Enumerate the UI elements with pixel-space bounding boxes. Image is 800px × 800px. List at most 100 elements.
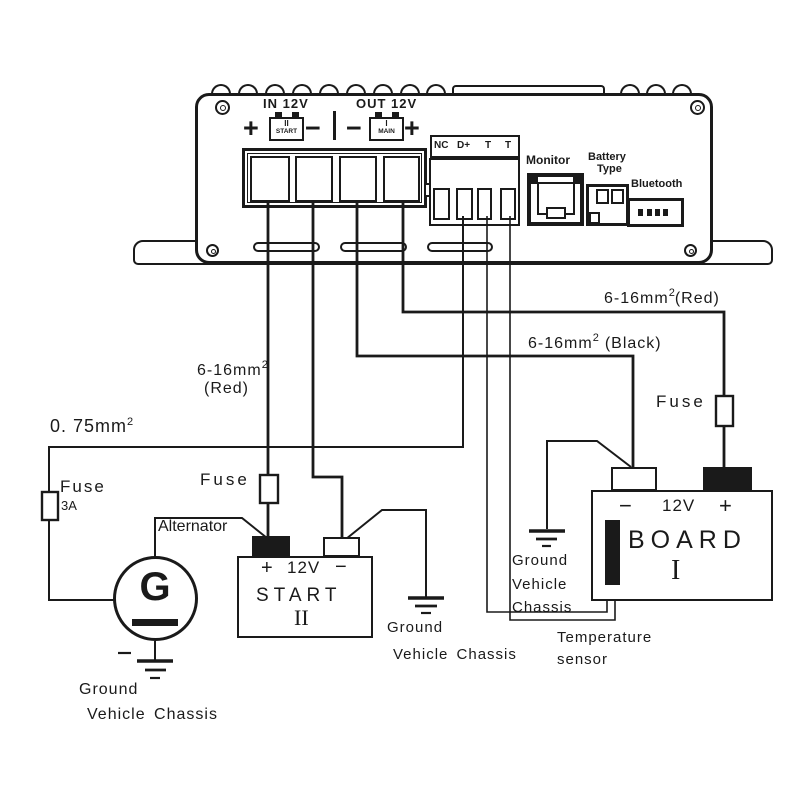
start-positive-terminal [252,536,290,557]
battery-icon-tab [292,112,299,118]
screw-icon [215,100,230,115]
terminal-socket [383,156,420,202]
wire-in-negative [311,203,344,545]
in-12v-label: IN 12V [263,96,309,111]
screw-icon [690,100,705,115]
temperature-sensor-bar [605,520,620,585]
wire-temp-sensor-2 [509,216,616,621]
start-voltage: 12V [287,558,321,577]
start-name: START [256,585,342,606]
cooling-fin-icon [620,84,640,94]
monitor-label: Monitor [526,153,570,167]
battery-board [591,490,773,601]
generator-underline [132,619,178,626]
ground-board-line2: Vehicle [512,576,568,593]
battery-type-pin [596,189,609,204]
wire-d-plus [48,216,464,601]
d-plus-gauge-label: 0. 75mm2 [50,416,134,436]
monitor-jack-notch [573,177,580,184]
signal-terminal-socket [477,188,492,220]
signal-label-t2: T [505,140,512,151]
vent-slot [253,242,320,252]
alternator-label: Alternator [158,518,228,535]
ground-symbol-icon [118,641,173,680]
bluetooth-pin [638,209,643,216]
start-minus-sign: − [335,556,347,578]
fuse-3a-rating: 3A [61,498,77,513]
start-negative-terminal [323,537,360,557]
fuse-3a-body [40,490,60,522]
out-black-gauge-label: 6-16mm2(Black) [528,332,662,352]
cooling-fin-icon [238,84,258,94]
ground-generator-line2: Vehicle Chassis [87,706,218,723]
main-battery-icon: I MAIN [369,117,404,141]
wire-out-positive [401,203,726,472]
out-red-gauge-label: 6-16mm2(Red) [604,287,720,307]
temperature-sensor-label-line2: sensor [557,651,609,668]
board-roman: I [671,555,681,586]
fuse-start-body [258,473,280,505]
out-12v-label: OUT 12V [356,96,418,111]
in-red-gauge-label: 6-16mm2 [197,359,268,379]
bluetooth-pin [647,209,652,216]
battery-type-label-line2: Type [597,163,622,175]
wire-board-ground [546,440,632,529]
cooling-fin-icon [292,84,312,94]
polarity-divider [333,111,336,140]
signal-terminal-socket [433,188,450,220]
monitor-jack-notch [531,177,538,184]
top-cover-plate [452,85,605,95]
cooling-fin-icon [400,84,420,94]
battery-icon-tab [275,112,282,118]
vent-slot [427,242,493,252]
start-battery-icon: II START [269,117,304,141]
out-minus-sign: − [346,113,362,143]
ground-board-line3: Chassis [512,599,573,616]
cooling-fin-icon [211,84,231,94]
in-plus-sign: + [243,113,259,143]
board-minus-sign: − [619,493,632,518]
bluetooth-pin [663,209,668,216]
terminal-socket [295,156,333,202]
battery-type-label-line1: Battery [588,151,626,163]
in-minus-sign: − [305,113,321,143]
cooling-fin-icon [265,84,285,94]
screw-icon [206,244,219,257]
out-plus-sign: + [404,113,420,143]
start-plus-sign: + [261,557,273,579]
ground-start-line1: Ground [387,619,444,636]
in-red-gauge-label-line2: (Red) [204,380,250,397]
signal-label-box [430,135,520,158]
signal-terminal-socket [456,188,473,220]
bluetooth-label: Bluetooth [631,178,683,190]
board-name: BOARD [628,526,747,554]
ground-symbol-icon [408,596,444,615]
ground-board-line1: Ground [512,552,569,569]
cooling-fin-icon [373,84,393,94]
fuse-3a-label: Fuse [60,477,106,496]
battery-start [237,556,373,638]
battery-icon-tab [392,112,399,118]
battery-type-pin [611,189,624,204]
battery-icon-tab [375,112,382,118]
board-voltage: 12V [662,496,696,515]
battery-type-pin [589,212,600,224]
wire-out-negative [355,203,635,472]
fuse-start-label: Fuse [200,470,250,489]
terminal-socket [250,156,290,202]
start-roman: II [294,605,309,630]
terminal-socket [339,156,377,202]
bluetooth-pin [655,209,660,216]
vent-slot [340,242,407,252]
screw-icon [684,244,697,257]
generator-symbol [113,556,198,641]
signal-label-nc: NC [434,140,449,151]
cooling-fin-icon [672,84,692,94]
ground-start-line2: Vehicle Chassis [393,646,517,663]
monitor-jack-clip [546,207,566,219]
signal-label-t1: T [485,140,492,151]
power-terminal-block-inner [247,153,422,203]
signal-terminal-socket [500,188,516,220]
